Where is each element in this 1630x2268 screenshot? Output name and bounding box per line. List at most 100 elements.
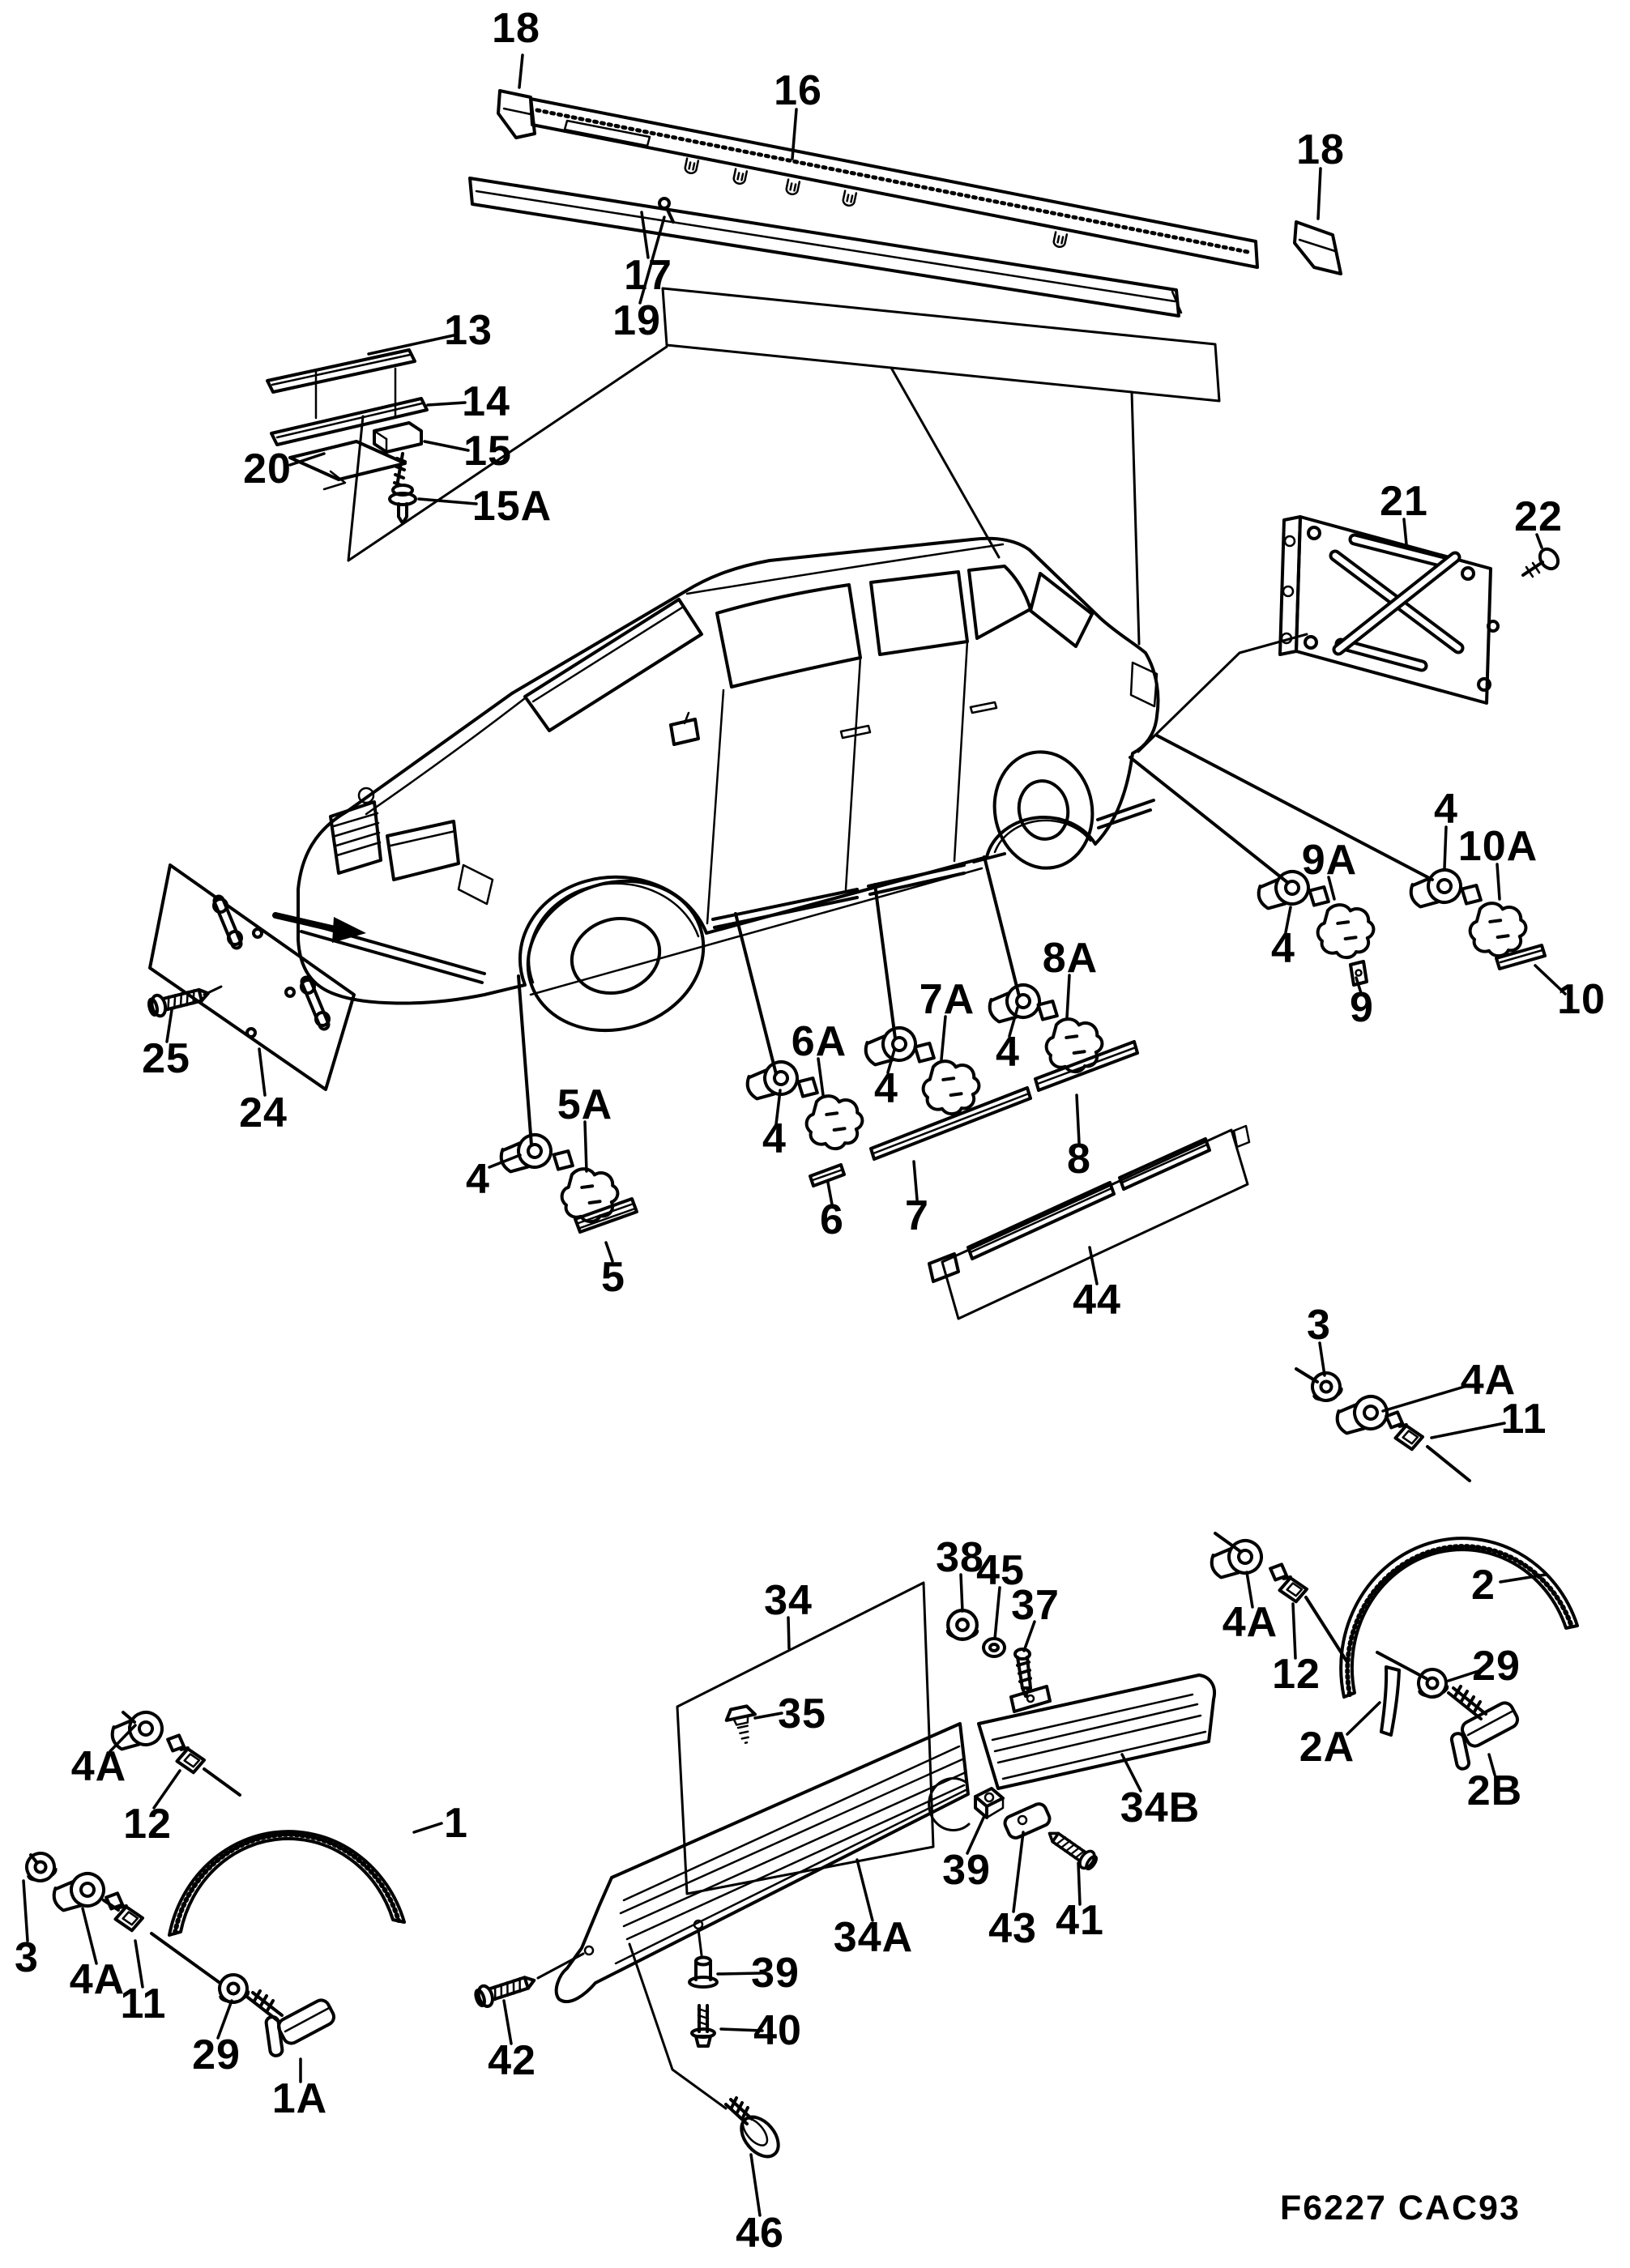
leader-line-4 <box>886 1048 896 1074</box>
part-label-40: 40 <box>753 2007 802 2054</box>
part-label-4A: 4A <box>1222 1599 1278 1646</box>
leader-line-37 <box>1022 1620 1036 1652</box>
leader-line-22 <box>1535 533 1543 549</box>
leader-line-42 <box>502 1999 513 2045</box>
wedge-2A <box>1380 1665 1401 1737</box>
leader-line-6 <box>826 1181 834 1206</box>
part-label-34: 34 <box>764 1577 813 1624</box>
moulding-clip-clusters <box>495 863 1547 1229</box>
saab-badge <box>357 787 375 804</box>
part-label-2B: 2B <box>1466 1767 1523 1814</box>
leader-line-8 <box>1075 1094 1081 1145</box>
leader-line-5 <box>604 1241 614 1263</box>
leader-line-38 <box>959 1573 964 1613</box>
leader-line-29 <box>1447 1669 1483 1682</box>
part-label-29: 29 <box>192 2031 241 2078</box>
car-illustration <box>297 536 1160 1033</box>
part-label-7A: 7A <box>919 976 975 1023</box>
leader-line-46 <box>749 2153 762 2217</box>
part-label-2A: 2A <box>1299 1724 1355 1771</box>
leader-line-3 <box>22 1879 29 1942</box>
leader-line-4A <box>109 1724 137 1753</box>
leader-line-4A <box>1381 1383 1471 1413</box>
part-label-4: 4 <box>762 1115 787 1162</box>
leader-line-21 <box>1402 518 1408 546</box>
side-mirror <box>669 711 700 746</box>
sill-moulding-group <box>472 1581 1216 2159</box>
part-label-29: 29 <box>1472 1643 1521 1690</box>
car-outline <box>297 536 1160 1005</box>
strip-13 <box>266 348 416 394</box>
part-label-12: 12 <box>123 1801 172 1848</box>
top-trim-assembly <box>347 89 1342 646</box>
rear-wheel <box>992 750 1094 870</box>
part-label-10: 10 <box>1557 976 1606 1023</box>
part-label-4: 4 <box>1271 925 1295 972</box>
strip-5 <box>574 1197 638 1234</box>
windshield <box>523 598 703 732</box>
part-label-8A: 8A <box>1042 935 1099 982</box>
leader-line-43 <box>1012 1831 1025 1913</box>
leader-line-9A <box>1327 876 1336 901</box>
part-label-5A: 5A <box>557 1081 613 1128</box>
moulding-kit-44 <box>928 1124 1251 1320</box>
leader-line-44 <box>1088 1246 1099 1285</box>
leader-line-41 <box>1077 1861 1082 1906</box>
leader-line-11 <box>1430 1422 1506 1439</box>
part-label-6A: 6A <box>791 1018 847 1065</box>
leader-line-4 <box>774 1089 782 1126</box>
plate-43 <box>1003 1802 1052 1840</box>
leader-line-6A <box>817 1057 825 1097</box>
leader-line-2A <box>1346 1701 1381 1736</box>
part-label-4A: 4A <box>69 1956 126 2003</box>
leader-line-2B <box>1487 1753 1496 1776</box>
end-cap-18-right <box>1293 220 1342 275</box>
front-grille <box>329 787 382 875</box>
construction-line <box>347 345 668 562</box>
part-label-4: 4 <box>996 1029 1020 1076</box>
leader-line-1 <box>412 1822 443 1834</box>
clip-15 <box>373 421 423 454</box>
part-label-15: 15 <box>463 428 512 475</box>
part-label-24: 24 <box>239 1089 288 1136</box>
part-label-6: 6 <box>820 1196 844 1243</box>
leader-line-15A <box>417 497 478 505</box>
headlight <box>386 820 460 881</box>
part-label-46: 46 <box>736 2210 784 2257</box>
strip-6 <box>809 1163 846 1187</box>
part-label-45: 45 <box>976 1547 1025 1594</box>
leader-line-14 <box>426 401 467 407</box>
part-label-4: 4 <box>1434 786 1458 833</box>
part-label-37: 37 <box>1011 1582 1060 1629</box>
rear-window <box>1029 572 1094 648</box>
part-label-42: 42 <box>488 2037 536 2084</box>
leader-line-7A <box>940 1015 947 1061</box>
leader-line-29 <box>216 1999 233 2040</box>
sill-moulding-34A <box>554 1722 970 2004</box>
kit-34-outline <box>676 1581 935 1895</box>
leader-line-2 <box>1499 1573 1547 1584</box>
end-cap-18-left <box>497 89 536 139</box>
leader-line-17 <box>640 211 650 259</box>
leader-line-4 <box>1443 825 1448 870</box>
leader-line-13 <box>367 334 455 356</box>
arch-trim-2 <box>1339 1537 1579 1699</box>
leader-line-40 <box>719 2027 764 2032</box>
bracket-20 <box>288 440 407 481</box>
leader-line-4A <box>81 1907 98 1965</box>
part-label-5: 5 <box>601 1254 625 1301</box>
roof-rail-parts <box>266 348 429 525</box>
strip-8 <box>1034 1040 1139 1092</box>
part-label-14: 14 <box>462 378 510 425</box>
leader-line-19 <box>638 215 666 305</box>
leader-line-39 <box>716 1972 762 1976</box>
part-label-11: 11 <box>1500 1396 1547 1443</box>
turn-signal <box>457 863 494 906</box>
part-label-1A: 1A <box>271 2075 328 2122</box>
leader-line-7 <box>912 1160 919 1201</box>
strip-10 <box>1495 944 1547 970</box>
part-label-16: 16 <box>774 67 822 114</box>
leader-line-9 <box>1355 976 1363 995</box>
